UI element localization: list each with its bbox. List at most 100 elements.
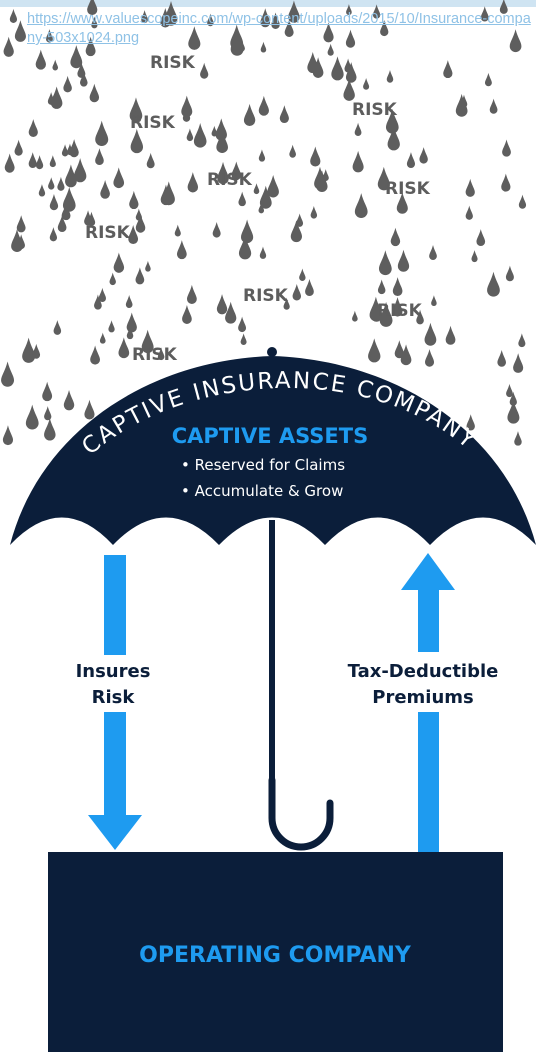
raindrop (211, 125, 218, 137)
raindrop (216, 294, 228, 315)
raindrop (385, 108, 399, 134)
raindrop (259, 185, 272, 209)
raindrop (57, 215, 67, 233)
raindrop (207, 13, 214, 27)
raindrop (471, 250, 478, 263)
raindrop (288, 0, 300, 23)
raindrop (513, 353, 524, 373)
raindrop (90, 345, 101, 365)
raindrop (502, 139, 511, 157)
raindrop (394, 340, 404, 359)
raindrop (215, 118, 227, 141)
raindrop (99, 332, 106, 344)
raindrop (271, 12, 280, 29)
arrow-head-up (401, 553, 455, 590)
premiums-label: Premiums (372, 687, 474, 708)
raindrop (290, 220, 302, 243)
raindrop (188, 26, 201, 50)
risk-labels: RISK RISK RISK RISK RISK RISK RISK RISK … (85, 53, 431, 365)
raindrop (390, 227, 401, 247)
raindrop (45, 29, 53, 43)
raindrop (100, 179, 110, 199)
risk-label: RISK (352, 100, 398, 120)
raindrop (141, 10, 148, 24)
arrow-shaft-bottom (418, 712, 439, 852)
raindrop (253, 183, 260, 195)
raindrop (52, 59, 59, 71)
raindrop (487, 271, 500, 297)
raindrop (130, 128, 144, 154)
raindrop (284, 19, 294, 37)
raindrop (126, 312, 137, 333)
raindrop (279, 105, 289, 124)
raindrop (125, 294, 133, 309)
raindrop (135, 214, 146, 233)
raindrop (380, 20, 389, 37)
raindrop (296, 213, 304, 227)
raindrop (32, 343, 41, 359)
raindrop (128, 224, 139, 244)
raindrop (240, 333, 247, 346)
raindrop (499, 0, 508, 14)
raindrop (216, 130, 228, 154)
raindrop (231, 30, 244, 54)
raindrop (238, 191, 246, 207)
raindrop (397, 249, 410, 272)
arrow-shaft-top (418, 590, 439, 652)
raindrop (91, 16, 98, 29)
arrow-head-down (88, 815, 142, 850)
raindrop (489, 98, 498, 114)
raindrop (164, 0, 178, 26)
arrow-shaft-top (104, 555, 126, 655)
raindrop (87, 0, 98, 15)
raindrop (322, 169, 329, 182)
raindrop (406, 152, 416, 169)
raindrop (80, 71, 88, 87)
raindrop (133, 105, 141, 120)
raindrop (377, 279, 386, 295)
risk-label: RISK (85, 223, 131, 243)
bullet-accumulate: • Accumulate & Grow (181, 482, 343, 500)
raindrop (445, 325, 456, 345)
raindrop (61, 144, 69, 157)
raindrop (419, 147, 428, 164)
raindrop (162, 181, 175, 206)
raindrop (497, 349, 506, 367)
raindrop (305, 279, 314, 297)
raindrop (108, 320, 115, 333)
raindrop (243, 103, 256, 126)
raindrop (443, 60, 453, 79)
raindrop (17, 234, 25, 250)
raindrop (283, 297, 290, 310)
insures-label: Insures (76, 661, 151, 682)
raindrop (94, 294, 102, 310)
raindrop (50, 86, 63, 109)
raindrop (53, 320, 62, 335)
raindrop (476, 229, 486, 247)
raindrop (331, 56, 344, 81)
captive-assets-title: CAPTIVE ASSETS (172, 424, 368, 448)
raindrop (323, 22, 334, 43)
raindrop (186, 284, 197, 304)
raindrop (4, 153, 15, 173)
image-url-link[interactable]: https://www.valuescopeinc.com/wp-content… (27, 11, 531, 46)
raindrop (260, 41, 267, 53)
raindrop (113, 252, 125, 273)
raindrop (141, 329, 154, 354)
raindrop (135, 267, 145, 285)
raindrop (3, 36, 14, 57)
raindrop (174, 224, 181, 237)
raindrop (386, 70, 394, 83)
raindrop (200, 62, 209, 79)
raindrop (63, 75, 72, 93)
raindrop (73, 158, 87, 183)
raindrop (416, 309, 424, 325)
raindrop (118, 337, 130, 359)
umbrella-shaft (269, 520, 275, 782)
raindrop (95, 120, 109, 146)
raindrop (193, 123, 207, 148)
raindrop (345, 29, 356, 48)
raindrop (181, 95, 193, 118)
raindrop (372, 4, 381, 19)
